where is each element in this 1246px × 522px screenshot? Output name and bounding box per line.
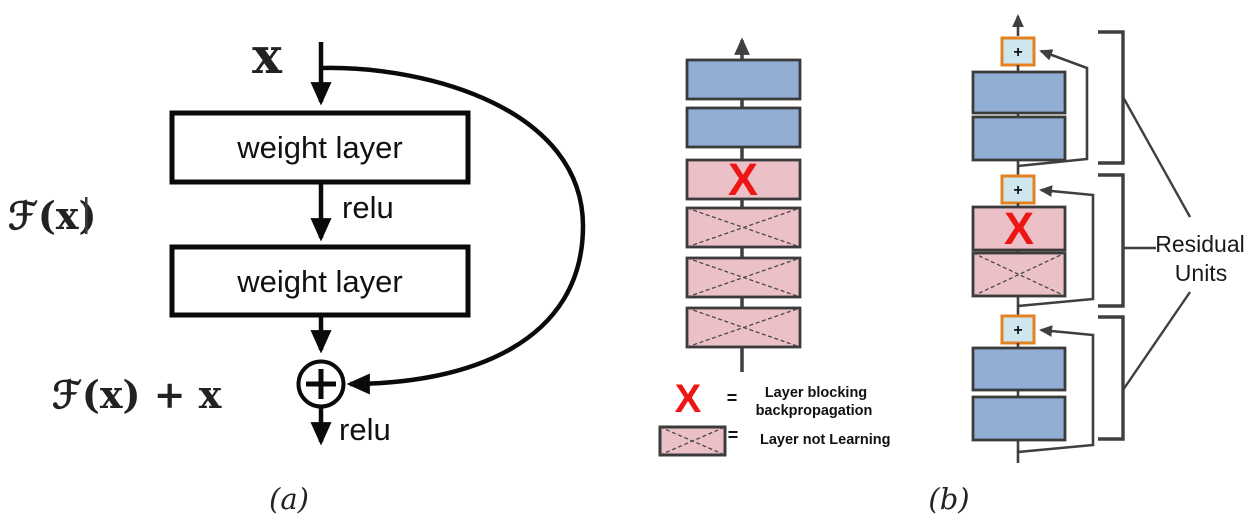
unit3-bracket [1098,315,1125,441]
blue-layer-box [685,106,802,149]
relu-mid-label: relu [342,190,394,225]
x-marker-residual: X [1004,203,1034,254]
skip-connection-unit3 [1017,325,1095,454]
blue-layer-box [971,70,1067,115]
plain-network-stack: X [685,37,802,372]
caption-a: (a) [269,482,309,516]
residual-network-stack: + + X + Residual Units (b) [928,14,1245,516]
legend: X = Layer blocking backpropagation = Lay… [658,377,891,457]
residual-units-label-line2: Units [1175,260,1227,286]
equals-sign: = [728,425,739,445]
legend-x-symbol: X [675,377,702,421]
weight-layer-bottom-label: weight layer [236,264,402,299]
blocked-layer-box [685,158,802,201]
annotation-line-unit3 [1122,291,1191,391]
unit1-bracket [1098,30,1125,165]
relu-out-label: relu [339,412,391,447]
blocked-layer-box [971,205,1067,252]
weight-layer-box-bottom [169,244,471,318]
legend-blocking-line2: backpropagation [756,403,873,419]
fx-plus-x-label: ℱ(x) + x [52,372,222,417]
input-x-label: x [252,26,283,85]
fx-bar-artifact [85,197,88,234]
legend-blocking-line1: Layer blocking [765,385,867,401]
skip-connection-unit1 [1017,49,1089,168]
weight-layer-top-label: weight layer [236,130,402,165]
cross-icon [686,207,801,248]
cross-icon [686,257,801,298]
annotation-line-unit1 [1121,96,1192,218]
cross-icon [972,252,1066,297]
cross-icon [686,307,801,348]
equals-sign: = [727,388,738,408]
blue-layer-box [971,346,1067,392]
blue-layer-box [971,395,1067,442]
plus-icon [306,369,336,399]
add-box [1000,36,1036,67]
fx-label: ℱ(x) [8,193,97,238]
blue-layer-box [685,58,802,101]
residual-block-diagram: x weight layer relu weight layer relu ℱ(… [8,26,586,516]
residual-units-label-line1: Residual [1155,231,1245,257]
skip-connection-curve [322,65,586,395]
add-box [1000,174,1036,205]
x-marker-plain: X [728,154,758,205]
caption-b: (b) [928,482,969,516]
unit2-bracket [1098,173,1125,308]
skip-connection-unit2 [1017,185,1095,308]
add-box-plus-label: + [1013,44,1022,61]
blue-layer-box [971,115,1067,162]
legend-not-learning-label: Layer not Learning [760,432,891,448]
weight-layer-box-top [169,110,471,185]
cross-icon [659,426,726,456]
residual-units-annotation: Residual Units [1098,30,1245,441]
add-box-plus-label: + [1013,322,1022,339]
add-box-plus-label: + [1013,182,1022,199]
